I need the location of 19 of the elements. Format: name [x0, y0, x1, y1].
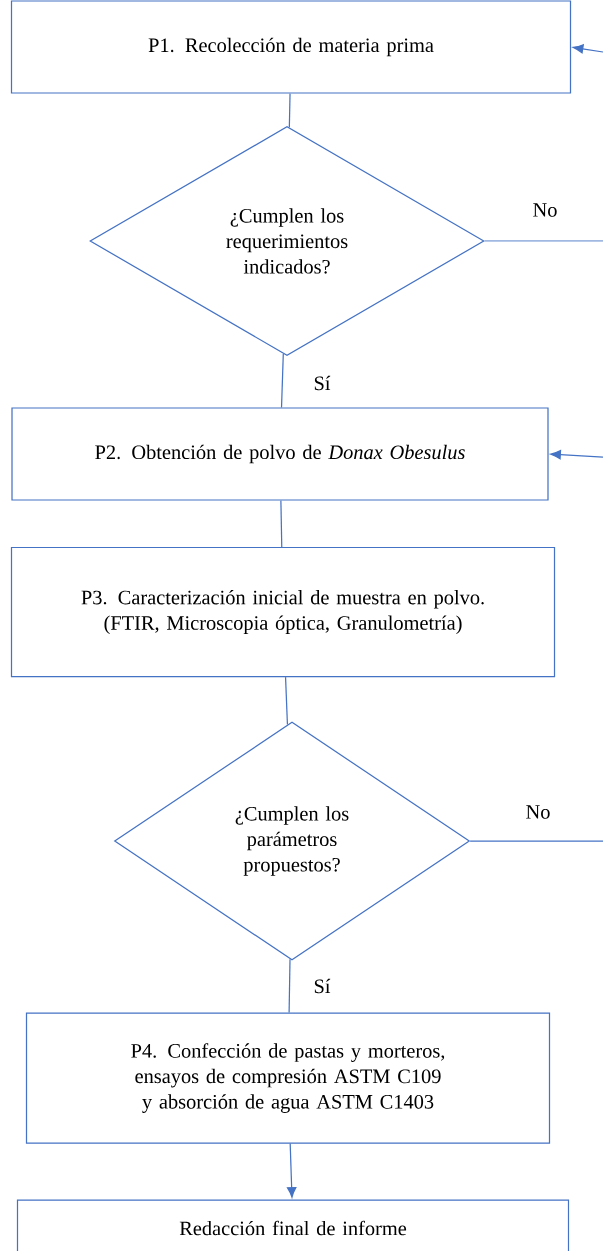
connector-line — [284, 676, 289, 726]
edge-label: No — [523, 803, 553, 821]
arrow — [550, 449, 603, 460]
arrow — [572, 44, 603, 54]
connector-line — [280, 353, 284, 408]
connector-line — [484, 240, 603, 242]
process-box: P4. Confección de pastas y morteros, ensayos de compresión ASTM C109 y absorción de agua ASTM C1403 — [25, 1012, 551, 1144]
arrow — [286, 1143, 297, 1198]
process-box: Redacción final de informe — [16, 1199, 570, 1251]
connector-line — [288, 958, 291, 1013]
edge-label: Sí — [311, 977, 333, 995]
process-box: P2. Obtención de polvo de Donax Obesulus — [11, 407, 549, 501]
edge-label: No — [530, 201, 560, 219]
connector-line — [288, 93, 291, 128]
connector-line — [280, 500, 283, 548]
edge-label: Sí — [311, 374, 333, 392]
connector-line — [469, 840, 603, 842]
process-box: P1. Recolección de materia prima — [10, 0, 572, 94]
process-box: P3. Caracterización inicial de muestra en polvo. (FTIR, Microscopia óptica, Granulometría) — [10, 546, 556, 678]
